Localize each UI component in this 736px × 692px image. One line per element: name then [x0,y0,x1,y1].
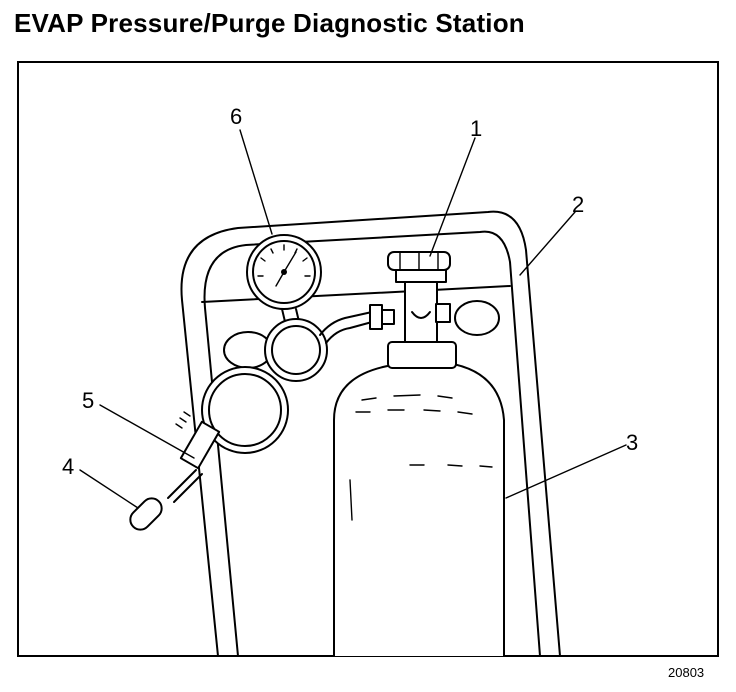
callout-1: 1 [470,116,482,141]
pressure-gauge [246,234,322,310]
hose-nozzle [129,497,163,531]
gas-cylinder [333,341,505,656]
cylinder-valve [387,251,451,343]
callout-6: 6 [230,104,242,129]
leader-lines [79,129,627,509]
callout-5: 5 [82,388,94,413]
callout-3: 3 [626,430,638,455]
callout-4: 4 [62,454,74,479]
figure-id: 20803 [668,665,704,680]
diagram-title: EVAP Pressure/Purge Diagnostic Station [14,8,525,38]
callout-2: 2 [572,192,584,217]
